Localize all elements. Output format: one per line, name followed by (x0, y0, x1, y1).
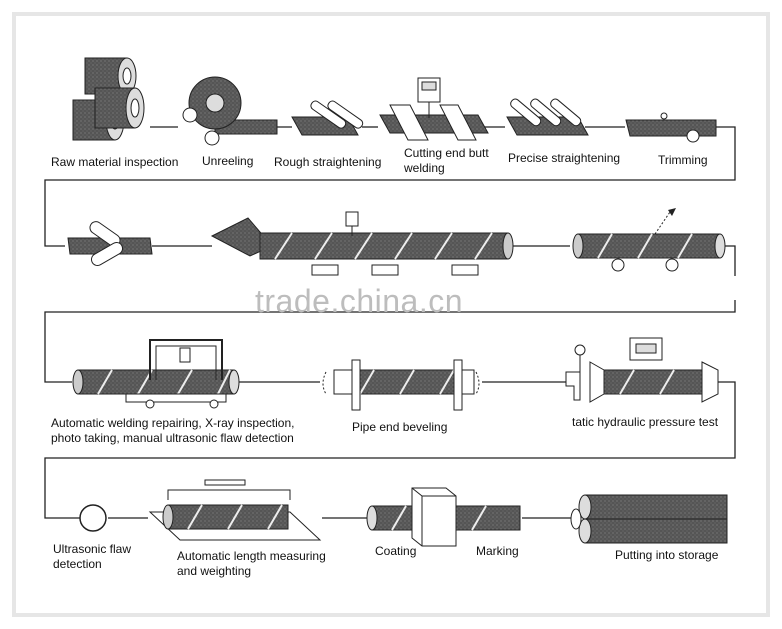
label-precise-straightening: Precise straightening (508, 151, 621, 165)
trimming-icon (625, 112, 717, 143)
label-cutting-end-butt-welding-1: Cutting end butt (404, 146, 489, 160)
frame-border (12, 12, 770, 617)
label-pipe-end-beveling: Pipe end beveling (352, 420, 448, 434)
storage-pipes-icon (570, 494, 728, 544)
pipe-end-beveling-icon (322, 359, 480, 411)
butt-welding-icon (379, 77, 489, 141)
label-rough-straightening: Rough straightening (274, 155, 382, 169)
label-putting-into-storage: Putting into storage (615, 548, 719, 562)
label-marking: Marking (476, 544, 519, 558)
label-coating: Coating (375, 544, 417, 558)
coating-marking-icon (366, 487, 521, 547)
flow-connectors (44, 126, 736, 519)
rough-straightening-icon (291, 100, 364, 136)
watermark-text: trade.china.cn (255, 283, 464, 319)
label-trimming: Trimming (658, 153, 708, 167)
welding-repair-icon (72, 339, 240, 409)
spiral-forming-pipe-icon (210, 211, 514, 276)
label-welding-repair-1: Automatic welding repairing, X-ray inspe… (51, 416, 295, 430)
label-length-measuring-1: Automatic length measuring (177, 549, 326, 563)
spiral-pipe-icon (572, 208, 726, 272)
unreeling-icon (182, 76, 278, 146)
label-hydraulic-pressure-test: tatic hydraulic pressure test (572, 415, 719, 429)
label-ultrasonic-flaw-2: detection (53, 557, 102, 571)
label-length-measuring-2: and weighting (177, 564, 252, 578)
label-cutting-end-butt-welding-2: welding (404, 161, 445, 175)
length-measuring-icon (148, 479, 322, 541)
label-raw-material-inspection: Raw material inspection (51, 155, 179, 169)
ultrasonic-probe-icon (79, 504, 107, 532)
label-welding-repair-2: photo taking, manual ultrasonic flaw det… (51, 431, 294, 445)
coil-stack-icon (72, 57, 145, 141)
label-ultrasonic-flaw-1: Ultrasonic flaw (53, 542, 132, 556)
forming-rollers-icon (67, 221, 153, 266)
label-unreeling: Unreeling (202, 154, 254, 168)
hydraulic-test-icon (565, 337, 719, 403)
precise-straightening-icon (506, 98, 589, 136)
